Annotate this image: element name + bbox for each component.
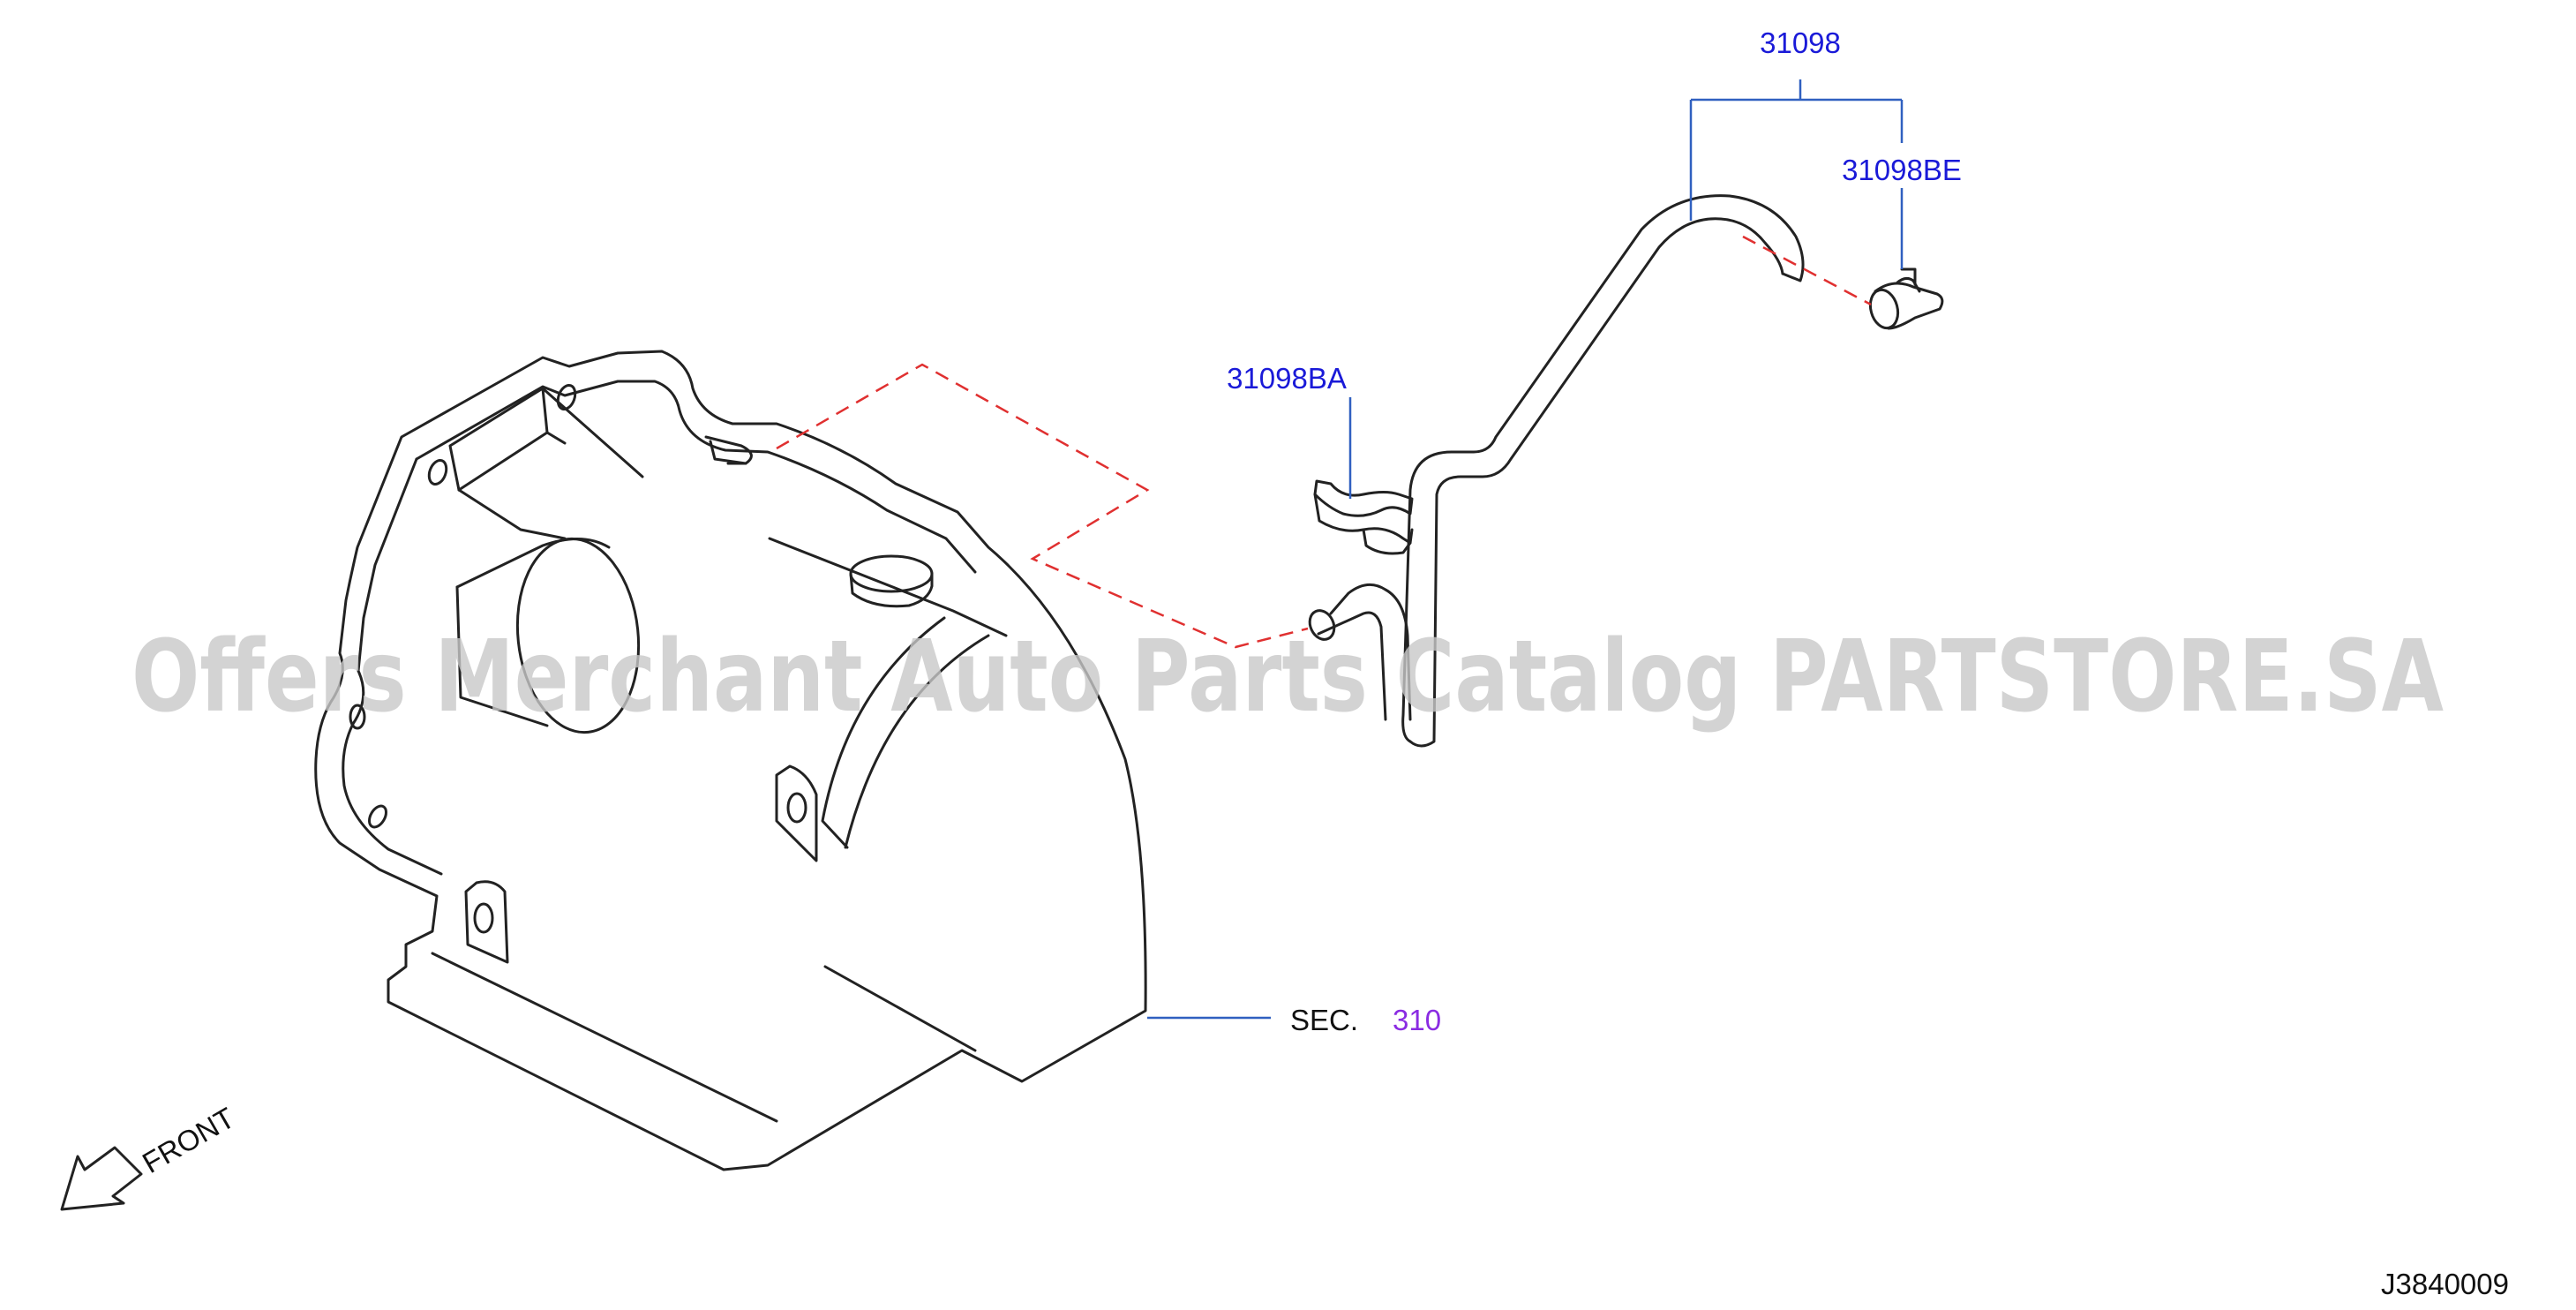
- front-label: FRONT: [137, 1101, 240, 1179]
- part-number-31098BA[interactable]: 31098BA: [1227, 362, 1347, 395]
- leader-lines: [1147, 79, 1904, 1020]
- hose-clip-31098BA: [1313, 479, 1414, 555]
- hose-clamp-31098BE: [1868, 267, 1944, 330]
- watermark: Offers Merchant Auto Parts Catalog PARTS…: [131, 620, 2444, 734]
- front-arrow-icon: [60, 1146, 143, 1211]
- section-number-310[interactable]: 310: [1393, 1004, 1441, 1036]
- assembly-dashed-lines: [776, 235, 1872, 649]
- part-number-31098BE[interactable]: 31098BE: [1842, 154, 1962, 186]
- part-number-31098[interactable]: 31098: [1760, 26, 1841, 59]
- transmission-housing: [314, 350, 1147, 1171]
- section-prefix: SEC.: [1290, 1004, 1358, 1036]
- breather-hose: [1308, 194, 1805, 748]
- diagram-code: J3840009: [2381, 1268, 2509, 1300]
